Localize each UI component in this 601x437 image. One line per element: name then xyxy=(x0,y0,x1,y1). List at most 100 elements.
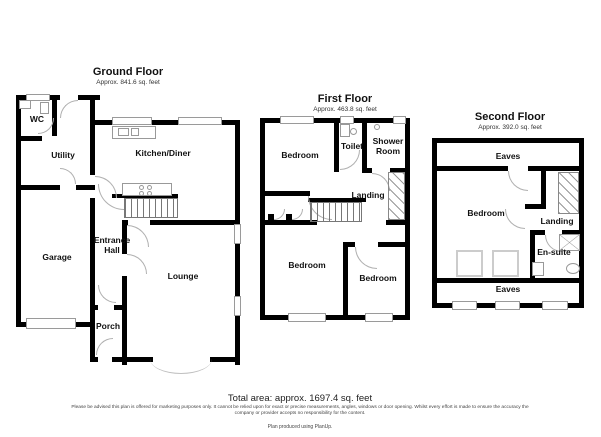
wall-segment xyxy=(122,225,127,254)
room-label-porch: Porch xyxy=(95,321,121,332)
wall-segment xyxy=(95,120,240,125)
basin-fixture xyxy=(566,263,580,274)
credit-text: Plan produced using PlanUp. xyxy=(267,424,333,430)
window-marker xyxy=(340,116,354,124)
window-marker xyxy=(178,117,222,125)
wall-segment xyxy=(90,357,98,362)
wall-segment xyxy=(432,138,584,143)
room-label-bedroom-4: Bedroom xyxy=(467,208,505,219)
shower-fixture xyxy=(559,234,580,251)
stairs xyxy=(124,198,178,218)
basin-fixture xyxy=(350,128,357,135)
door-arc xyxy=(98,285,116,303)
wall-segment xyxy=(432,138,437,308)
wall-segment xyxy=(378,242,410,247)
door-arc xyxy=(274,209,285,220)
stairs xyxy=(310,202,362,222)
front-door-opening xyxy=(60,95,78,100)
wall-segment xyxy=(210,357,240,362)
wall-segment xyxy=(308,198,366,202)
floor-title-ground: Ground Floor xyxy=(92,66,164,78)
room-label-en-suite: En-suite xyxy=(537,247,571,258)
door-arc xyxy=(98,184,124,210)
wall-segment xyxy=(90,305,98,310)
room-label-wc: WC xyxy=(29,114,45,125)
hob-burner xyxy=(139,191,144,196)
door-arc xyxy=(96,338,113,355)
door-arc xyxy=(355,247,377,269)
room-label-eaves-top: Eaves xyxy=(495,151,521,162)
stairs-winder xyxy=(388,172,405,220)
disclaimer-text: Please be advised this plan is offered f… xyxy=(71,405,529,417)
wall-segment xyxy=(16,95,21,327)
room-label-kitchen-diner: Kitchen/Diner xyxy=(135,148,191,159)
room-label-bedroom-3: Bedroom xyxy=(359,273,397,284)
room-label-utility: Utility xyxy=(51,150,75,161)
floor-area-ground: Approx. 841.6 sq. feet xyxy=(96,79,160,86)
basin-fixture xyxy=(19,100,31,109)
wall-segment xyxy=(432,278,584,283)
door-arc xyxy=(127,254,147,274)
wall-segment xyxy=(530,230,545,235)
room-label-landing-1: Landing xyxy=(351,190,385,201)
wall-segment xyxy=(362,168,372,173)
floor-title-second: Second Floor xyxy=(474,111,546,123)
room-label-lounge: Lounge xyxy=(167,271,199,282)
wall-segment xyxy=(343,246,348,320)
wall-segment xyxy=(579,138,584,308)
door-arc xyxy=(340,150,360,170)
floor-area-first: Approx. 463.8 sq. feet xyxy=(313,106,377,113)
wall-segment xyxy=(260,118,265,320)
wall-segment xyxy=(334,118,339,172)
hob-burner xyxy=(147,191,152,196)
door-arc xyxy=(60,100,78,118)
wall-segment xyxy=(16,136,42,141)
wall-segment xyxy=(525,204,541,209)
door-arc xyxy=(60,168,76,184)
wall-segment xyxy=(405,118,410,320)
wall-segment xyxy=(260,315,410,320)
sink-fixture xyxy=(131,128,139,136)
wall-segment xyxy=(112,194,178,198)
wall-segment xyxy=(362,118,367,172)
wall-segment xyxy=(122,276,127,365)
wall-segment xyxy=(528,166,584,171)
window-marker xyxy=(393,116,406,124)
wall-segment xyxy=(432,166,508,171)
wall-segment xyxy=(76,185,95,190)
wall-segment xyxy=(16,185,60,190)
wall-segment xyxy=(390,168,410,173)
toilet-fixture xyxy=(40,102,49,114)
wall-segment xyxy=(52,95,57,136)
door-arc xyxy=(292,209,303,220)
hob-burner xyxy=(139,185,144,190)
window-marker xyxy=(495,301,520,310)
wall-segment xyxy=(112,357,127,362)
wall-segment xyxy=(343,242,355,247)
room-label-eaves-bottom: Eaves xyxy=(495,284,521,295)
total-area-text: Total area: approx. 1697.4 sq. feet xyxy=(227,393,373,404)
door-arc xyxy=(508,171,528,191)
wall-segment xyxy=(541,171,546,209)
wall-segment xyxy=(260,220,317,225)
shower-head-fixture xyxy=(374,124,380,130)
window-marker xyxy=(280,116,314,124)
wall-segment xyxy=(260,191,310,196)
toilet-fixture xyxy=(340,124,350,137)
bay-window xyxy=(150,359,212,374)
window-marker xyxy=(234,224,241,244)
wall-segment xyxy=(530,230,535,278)
room-label-shower-room: Shower Room xyxy=(372,136,404,156)
garage-door xyxy=(26,318,76,329)
wall-segment xyxy=(114,305,127,310)
wall-stub xyxy=(268,214,274,220)
roof-light xyxy=(492,250,519,277)
room-label-entrance-hall: Entrance Hall xyxy=(93,235,131,255)
stairs-winder xyxy=(558,172,579,214)
room-label-toilet: Toilet xyxy=(340,141,364,152)
wall-stub xyxy=(286,214,292,220)
wall-segment xyxy=(90,95,95,175)
window-marker xyxy=(26,94,50,101)
floor-title-first: First Floor xyxy=(317,93,373,105)
